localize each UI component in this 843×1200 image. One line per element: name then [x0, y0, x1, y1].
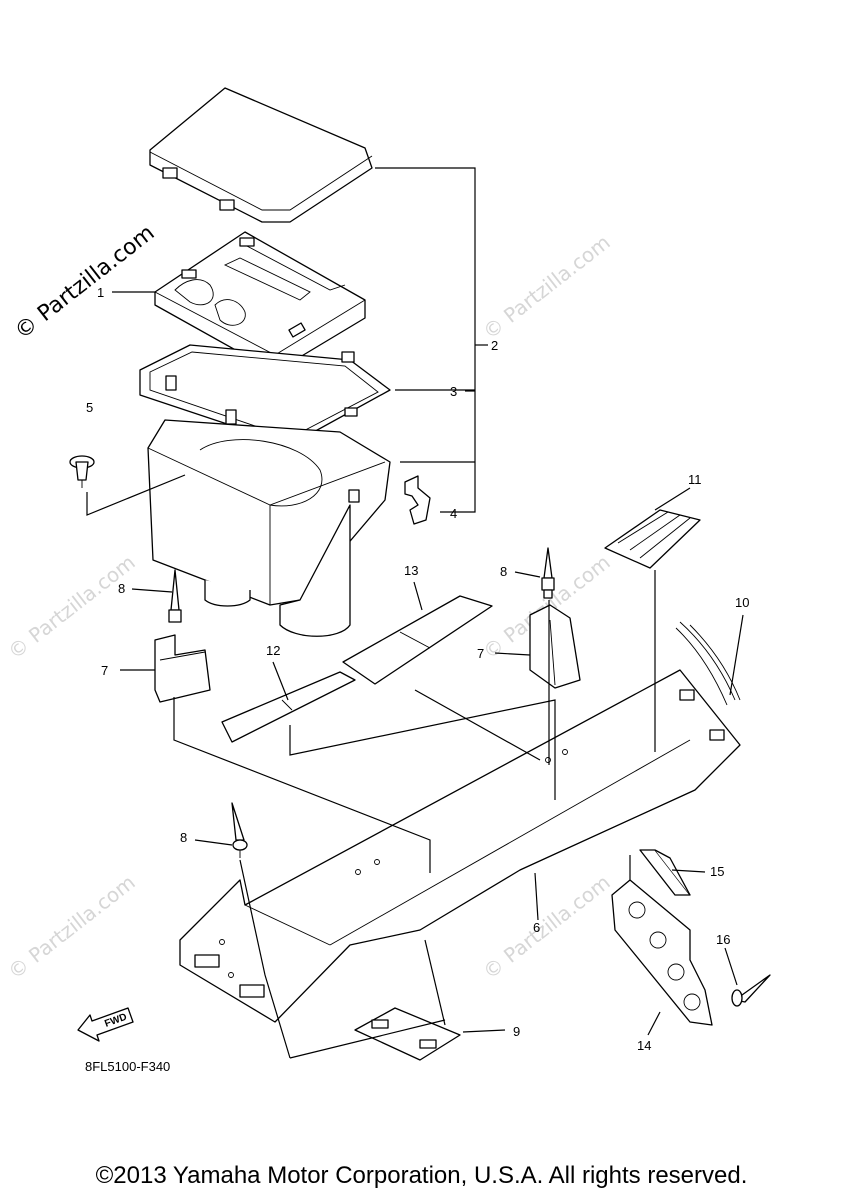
- rubber-mat: [604, 509, 701, 569]
- leader-lines: [86, 167, 744, 1059]
- bracket: [154, 634, 211, 703]
- sheet-13: [342, 595, 493, 685]
- pin: [731, 974, 771, 1007]
- callout-2: 2: [491, 338, 498, 353]
- main-tray: [179, 669, 741, 1023]
- callout-7: 7: [477, 646, 484, 661]
- clip: [404, 475, 431, 525]
- callout-7: 7: [101, 663, 108, 678]
- rivet: [541, 547, 555, 599]
- box-body: [147, 419, 391, 637]
- callout-9: 9: [513, 1024, 520, 1039]
- callout-1: 1: [97, 285, 104, 300]
- watermark-faint: © Partzilla.com: [3, 870, 139, 984]
- copyright-notice: ©2013 Yamaha Motor Corporation, U.S.A. A…: [95, 1162, 748, 1189]
- callout-4: 4: [450, 506, 457, 521]
- bracket: [529, 604, 581, 689]
- diagram-code: 8FL5100-F340: [85, 1059, 170, 1074]
- watermark-faint: © Partzilla.com: [3, 550, 139, 664]
- callout-8: 8: [118, 581, 125, 596]
- box-lid: [149, 87, 373, 223]
- box-frame: [139, 344, 391, 446]
- callout-15: 15: [710, 864, 724, 879]
- callout-8: 8: [180, 830, 187, 845]
- callout-11: 11: [688, 472, 702, 487]
- tool-tray: [154, 231, 366, 373]
- callout-6: 6: [533, 920, 540, 935]
- watermark-faint: © Partzilla.com: [478, 870, 614, 984]
- callout-13: 13: [404, 563, 418, 578]
- sheet-12: [221, 671, 356, 743]
- callout-8: 8: [500, 564, 507, 579]
- plate: [354, 1007, 461, 1061]
- callout-12: 12: [266, 643, 280, 658]
- callout-5: 5: [86, 400, 93, 415]
- screw: [69, 455, 95, 488]
- rivet: [168, 569, 182, 623]
- callout-3: 3: [450, 384, 457, 399]
- callout-14: 14: [637, 1038, 651, 1053]
- callout-16: 16: [716, 932, 730, 947]
- watermark-faint: © Partzilla.com: [478, 230, 614, 344]
- callout-labels: 1 2 3 4 5 6 7 7 8 8 8 9 10 11 12 13 14 1…: [86, 285, 749, 1053]
- callout-10: 10: [735, 595, 749, 610]
- fwd-arrow-icon: FWD: [77, 1007, 134, 1042]
- holed-plate: [611, 879, 713, 1026]
- watermark-main: © Partzilla.com: [10, 221, 159, 345]
- block: [639, 849, 691, 896]
- rivet: [231, 802, 248, 858]
